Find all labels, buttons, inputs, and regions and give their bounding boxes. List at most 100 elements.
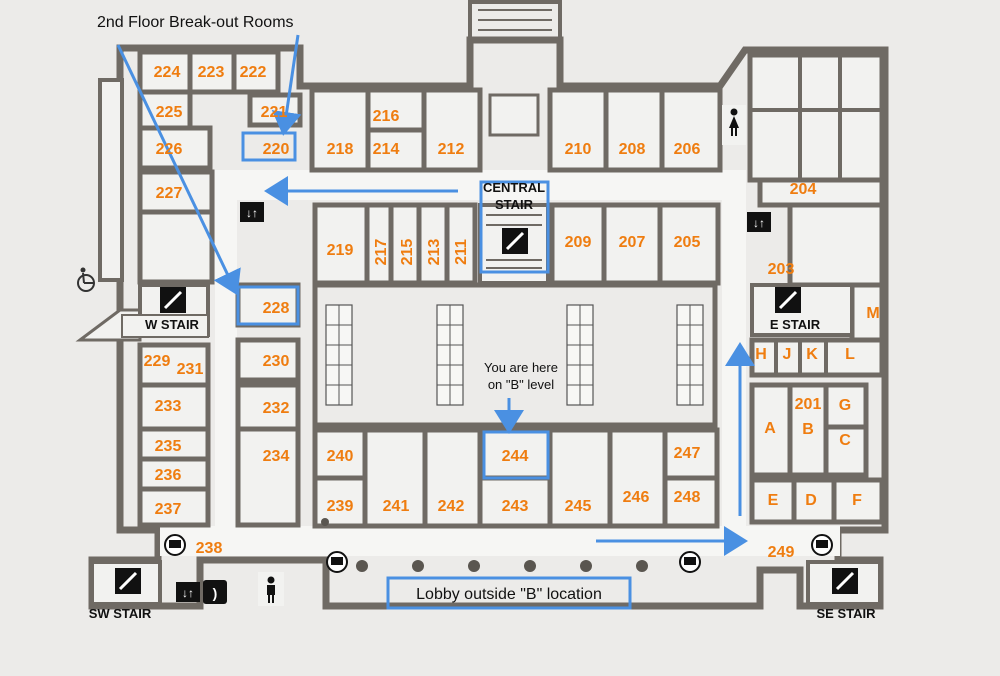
wheelchair-icon [77,267,95,292]
svg-text:↓↑: ↓↑ [753,216,765,230]
room-numbers: 224 223 222 225 221 226 220 227 218 216 … [144,64,880,561]
room-L: L [845,346,855,363]
stair-icon [115,568,141,594]
room-206: 206 [674,141,701,158]
elevator-icon: ↓↑ [176,582,200,602]
room-J: J [783,346,792,363]
room-218: 218 [327,141,354,158]
room-247: 247 [674,445,701,462]
room-245: 245 [565,498,592,515]
room-236: 236 [155,467,182,484]
room-227: 227 [156,185,183,202]
room-G: G [839,397,851,414]
room-201: 201 [795,396,822,413]
stair-icon [502,228,528,254]
east-stair-label: E STAIR [770,317,821,332]
room-215: 215 [399,239,416,266]
room-248: 248 [674,489,701,506]
north-vestibule [488,93,540,137]
room-219: 219 [327,242,354,259]
room-B: B [802,421,814,438]
svg-text:↓↑: ↓↑ [246,206,258,220]
room-234: 234 [263,448,290,465]
room-223: 223 [198,64,225,81]
computer-terminal-icon [679,551,701,573]
room-212: 212 [438,141,465,158]
you-are-here-line2: on "B" level [488,377,554,392]
room-205: 205 [674,234,701,251]
room-H: H [755,346,767,363]
room-243: 243 [502,498,529,515]
west-stair [121,283,210,338]
svg-text:↓↑: ↓↑ [182,586,194,600]
west-corridor [215,170,237,530]
highlight-room-220 [241,131,297,162]
room-239: 239 [327,498,354,515]
room-E: E [768,492,779,509]
room-249: 249 [768,544,795,561]
atrium-skylights [325,304,704,406]
room-M: M [866,305,879,322]
room-211: 211 [453,239,470,265]
rooms-inner-north [312,202,885,288]
room-220: 220 [263,141,290,158]
lobby-label-box [386,576,632,610]
room-228: 228 [263,300,290,317]
room-216: 216 [373,108,400,125]
room-C: C [839,432,851,449]
atrium [312,282,718,428]
room-D: D [805,492,817,509]
room-231: 231 [177,361,204,378]
room-222: 222 [240,64,267,81]
room-238: 238 [196,540,223,557]
payphone-icon: ) [203,580,227,604]
room-246: 246 [623,489,650,506]
breakout-rooms-title: 2nd Floor Break-out Rooms [97,14,294,31]
room-203: 203 [768,261,795,278]
stair-icon [775,287,801,313]
elevator-icon: ↓↑ [747,212,771,232]
lobby-label: Lobby outside "B" location [416,586,602,603]
southeast-stair [806,560,882,606]
room-224: 224 [154,64,181,81]
rooms-north [309,52,885,208]
central-stair-label-1: CENTRAL [483,180,545,195]
room-210: 210 [565,141,592,158]
east-corridor [722,170,746,530]
stair-icon [832,568,858,594]
room-242: 242 [438,498,465,515]
room-230: 230 [263,353,290,370]
restroom-woman-icon [722,105,746,145]
west-stair-label: W STAIR [145,317,200,332]
rooms-northwest [137,49,303,285]
room-229: 229 [144,353,171,370]
room-240: 240 [327,448,354,465]
room-226: 226 [156,141,183,158]
lobby-columns [321,518,648,572]
svg-text:): ) [213,585,218,601]
southwest-stair [90,560,162,606]
room-217: 217 [373,239,390,266]
highlight-central-stair [479,180,550,274]
southwest-stair-label: SW STAIR [89,606,152,621]
central-stair-label-2: STAIR [495,197,534,212]
rooms-east [749,282,885,525]
room-208: 208 [619,141,646,158]
elevator-icon: ↓↑ [240,202,264,222]
room-235: 235 [155,438,182,455]
you-are-here-line1: You are here [484,360,558,375]
rooms-south [312,427,720,529]
room-213: 213 [426,239,443,266]
room-232: 232 [263,400,290,417]
room-K: K [806,346,818,363]
room-207: 207 [619,234,646,251]
room-233: 233 [155,398,182,415]
computer-terminal-icon [164,534,186,556]
southeast-stair-label: SE STAIR [817,606,877,621]
computer-terminal-icon [811,534,833,556]
room-209: 209 [565,234,592,251]
room-A: A [764,420,776,437]
room-F: F [852,492,862,509]
room-214: 214 [373,141,400,158]
